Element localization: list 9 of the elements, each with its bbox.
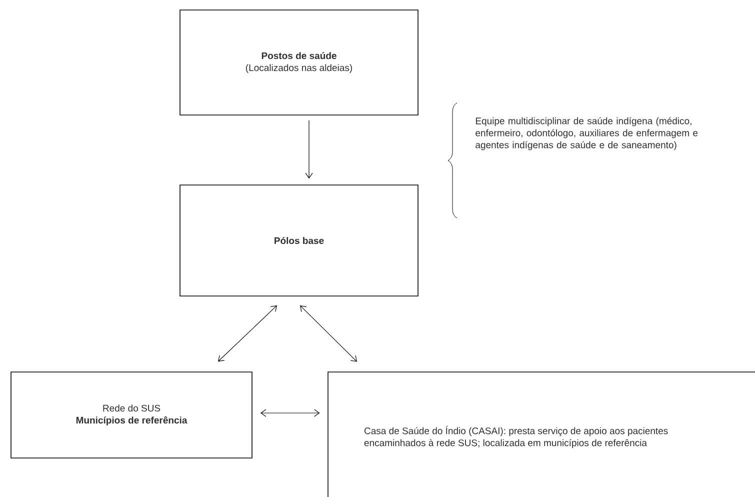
process-box: Pólos base (180, 184, 418, 296)
arrow (260, 409, 320, 417)
arrow (218, 305, 277, 362)
note-text: Equipe multidisciplinar de saúde indígena (médico, enfermeiro, odontólogo, auxiliares de enfermagem e agentes indígenas de saúde e de saneamento) (476, 117, 698, 150)
arrow (300, 305, 357, 362)
arrow (305, 120, 313, 179)
process-box: Rede do SUS Municípios de referência (10, 372, 252, 458)
text-box: Casa de Saúde do Índio (CASAI): presta serviço de apoio aos pacientes encaminhados à rede SUS; localizada em municípios de referência (328, 372, 755, 497)
process-box: Postos de saúde (Localizados nas aldeias) (180, 10, 418, 116)
